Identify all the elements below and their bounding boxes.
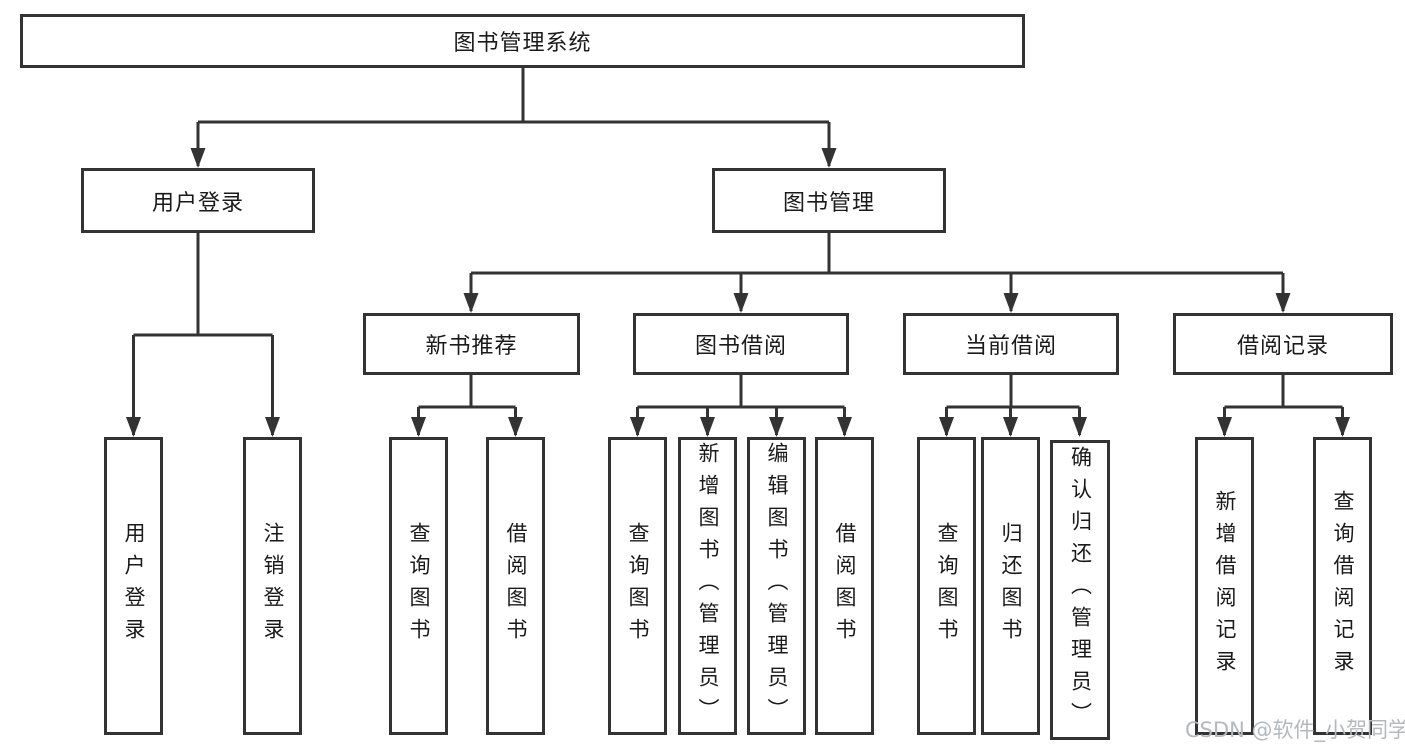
csdn-watermark: CSDN @软件_小贺同学 (1185, 718, 1405, 742)
leaf-add-borrowing-record: 新增借阅记录 (1195, 437, 1254, 735)
leaf-label: 借阅图书 (504, 522, 528, 650)
node-library-management-system: 图书管理系统 (20, 14, 1025, 68)
node-book-borrowing: 图书借阅 (633, 313, 849, 375)
leaf-confirm-return-admin: 确认归还（管理员） (1050, 440, 1110, 740)
leaf-return-books: 归还图书 (981, 437, 1040, 735)
leaf-user-login: 用户登录 (104, 437, 163, 735)
node-label: 当前借阅 (964, 334, 1057, 359)
node-label: 图书管理系统 (453, 31, 592, 56)
leaf-label: 新增图书（管理员） (696, 442, 720, 730)
arrowheads (126, 148, 1350, 437)
leaf-recommend-query-books: 查询图书 (389, 437, 448, 735)
connector-path (132, 68, 1344, 435)
node-label: 图书管理 (782, 190, 875, 216)
node-book-management: 图书管理 (712, 168, 946, 233)
node-label: 用户登录 (151, 190, 244, 216)
leaf-recommend-borrow-books: 借阅图书 (486, 437, 545, 735)
leaf-label: 查询图书 (407, 522, 431, 650)
leaf-label: 编辑图书（管理员） (765, 442, 789, 730)
leaf-label: 用户登录 (122, 522, 146, 650)
leaf-edit-books-admin: 编辑图书（管理员） (747, 437, 806, 735)
node-new-book-recommendation: 新书推荐 (363, 313, 580, 375)
leaf-label: 注销登录 (261, 522, 285, 650)
leaf-borrowing-query-books: 查询图书 (608, 437, 667, 735)
leaf-label: 借阅图书 (833, 522, 857, 650)
leaf-logout-login: 注销登录 (243, 437, 302, 735)
node-label: 新书推荐 (425, 334, 518, 359)
leaf-current-query-books: 查询图书 (917, 437, 976, 735)
leaf-query-borrowing-record: 查询借阅记录 (1313, 437, 1372, 735)
node-borrowing-records: 借阅记录 (1173, 313, 1393, 375)
leaf-add-books-admin: 新增图书（管理员） (678, 437, 737, 735)
leaf-label: 确认归还（管理员） (1068, 446, 1093, 734)
node-label: 借阅记录 (1236, 334, 1329, 359)
leaf-label: 查询图书 (935, 522, 959, 650)
node-label: 图书借阅 (694, 334, 787, 359)
leaf-borrow-books: 借阅图书 (815, 437, 874, 735)
leaf-label: 查询图书 (626, 522, 650, 650)
leaf-label: 查询借阅记录 (1331, 490, 1355, 682)
node-current-borrowing: 当前借阅 (903, 313, 1119, 375)
node-user-login: 用户登录 (81, 168, 315, 233)
leaf-label: 归还图书 (999, 522, 1023, 650)
leaf-label: 新增借阅记录 (1213, 490, 1237, 682)
